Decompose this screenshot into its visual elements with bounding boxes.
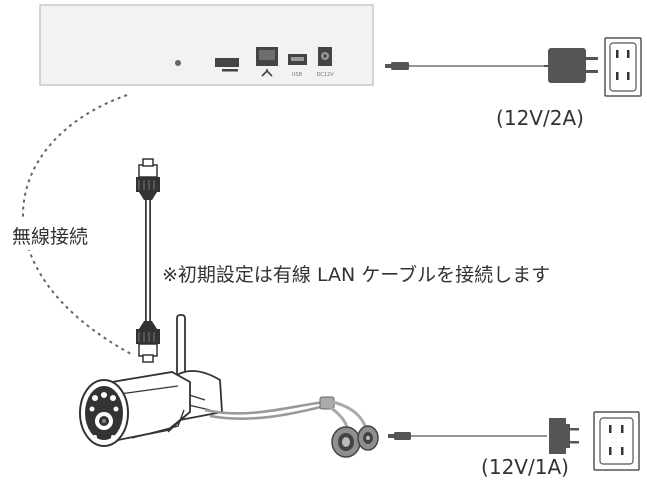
lan-connector-bottom-icon [136, 321, 160, 363]
initial-setup-note: ※初期設定は有線 LAN ケーブルを接続します [162, 263, 550, 286]
camera-body-icon [111, 371, 191, 442]
camera-power-cable [388, 432, 547, 440]
wireless-connection-label: 無線接続 [12, 226, 88, 248]
wireless-connection-arc [22, 94, 134, 356]
dc-port-label: DC12V [316, 72, 334, 78]
usb-port-icon: USB [288, 54, 307, 78]
nvr-power-adapter-icon [544, 48, 598, 83]
nvr-recorder: USB DC12V [39, 4, 374, 86]
nvr-power-led [175, 60, 181, 66]
hdmi-port-icon [215, 58, 239, 72]
wireless-label-bg [10, 220, 108, 250]
wifi-camera [79, 314, 223, 447]
dc-port-icon: DC12V [316, 47, 334, 78]
nvr-power-cable [385, 62, 544, 70]
camera-pigtail-cable [204, 396, 368, 437]
usb-port-label: USB [292, 72, 303, 78]
camera-lan-jack-icon [331, 426, 361, 458]
lan-port-icon [256, 47, 278, 77]
camera-dc-jack-icon [357, 425, 379, 451]
camera-lens-face-icon [79, 379, 129, 447]
nvr-body [39, 4, 374, 86]
wall-outlet-icon-bottom [593, 411, 640, 471]
nvr-power-spec-label: (12V/2A) [496, 106, 584, 130]
camera-power-spec-label: (12V/1A) [481, 455, 569, 479]
camera-power-adapter-icon [549, 418, 579, 454]
wall-outlet-icon-top [604, 37, 642, 97]
lan-connector-top-icon [136, 158, 160, 200]
